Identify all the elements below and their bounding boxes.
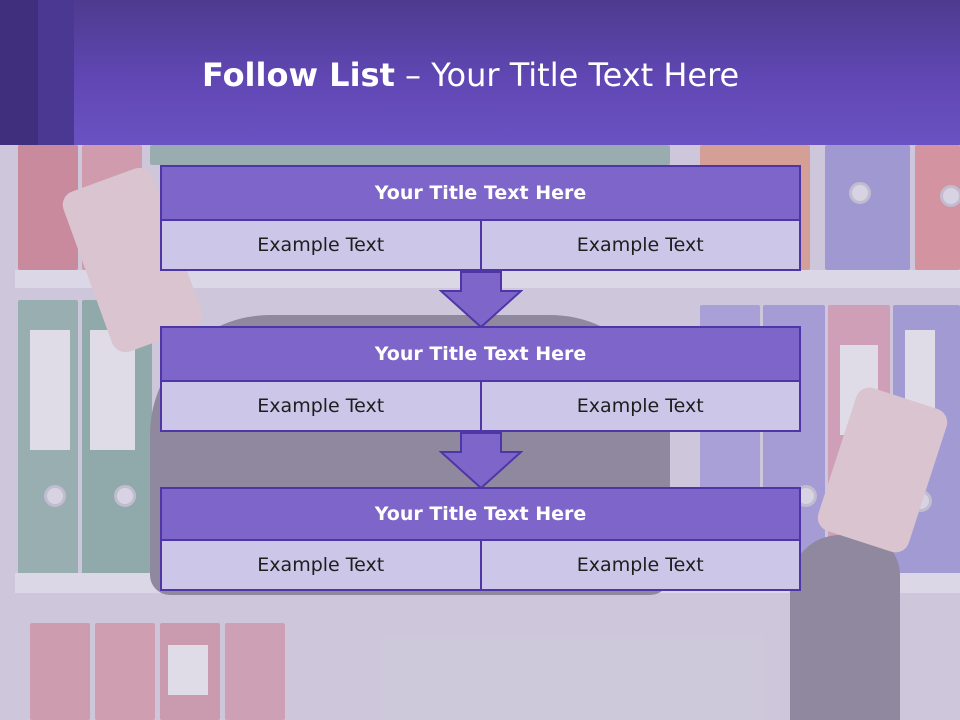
flow-block-title: Your Title Text Here [160,487,801,541]
flow-block-1: Your Title Text Here Example Text Exampl… [160,165,801,271]
flow-block-3: Your Title Text Here Example Text Exampl… [160,487,801,591]
slide-title-rest: – Your Title Text Here [405,56,740,94]
binder [225,623,285,720]
binder-ring-hole [849,182,871,204]
flow-block-row: Example Text Example Text [160,541,801,591]
flow-block-title: Your Title Text Here [160,165,801,221]
person-arm [790,535,900,720]
down-arrow-icon [439,432,523,490]
binder-label [168,645,208,695]
binder-ring-hole [44,485,66,507]
slide-title-bold: Follow List [202,56,395,94]
flow-block-cell: Example Text [160,382,482,432]
flow-block-cell: Example Text [481,221,801,271]
header-accent-strip [0,0,38,145]
flow-block-cell: Example Text [481,541,801,591]
flow-block-cell: Example Text [481,382,801,432]
binder [30,623,90,720]
binder-label [30,330,70,450]
binder-ring-hole [114,485,136,507]
down-arrow-icon [439,271,523,329]
binder [825,145,910,270]
flow-block-2: Your Title Text Here Example Text Exampl… [160,326,801,432]
flow-block-cell: Example Text [160,221,482,271]
binder [150,145,670,165]
flow-block-cell: Example Text [160,541,482,591]
header-accent-strip [38,0,74,145]
binder [95,623,155,720]
flow-block-row: Example Text Example Text [160,221,801,271]
flow-block-title: Your Title Text Here [160,326,801,382]
slide-title: Follow List – Your Title Text Here [202,56,739,94]
binder [915,145,960,270]
slide-header: Follow List – Your Title Text Here [0,0,960,145]
flow-block-row: Example Text Example Text [160,382,801,432]
